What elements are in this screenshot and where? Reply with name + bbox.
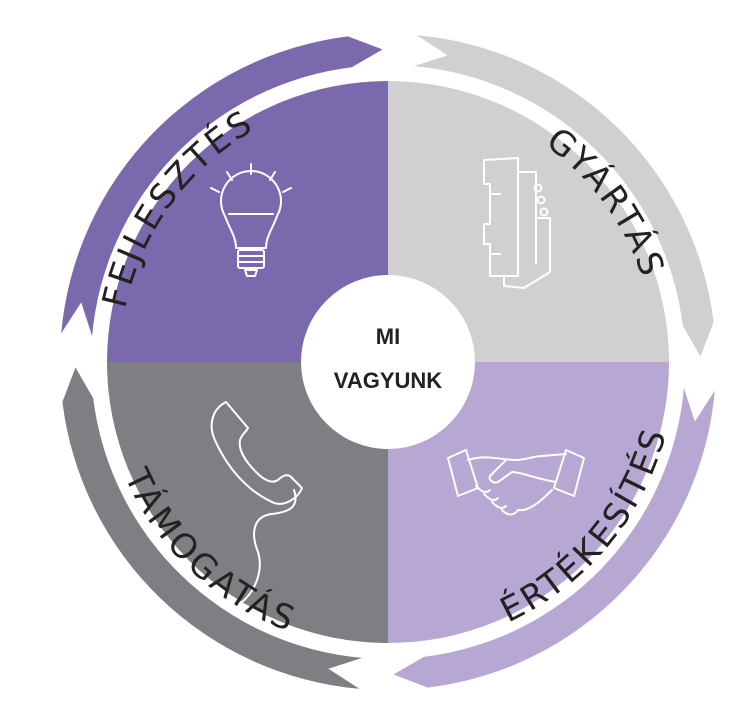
quadrant-development xyxy=(107,81,388,362)
telephone-icon xyxy=(210,401,303,603)
cycle-arrow-ring xyxy=(61,35,715,689)
handshake-icon xyxy=(447,449,585,516)
center-title-line2: VAGYUNK xyxy=(334,368,442,393)
center-circle xyxy=(301,275,475,449)
quadrant-support xyxy=(107,362,388,643)
arrow-tamogatas xyxy=(62,367,363,689)
arrow-gyartas xyxy=(413,35,714,357)
center-title-line1: MI xyxy=(376,324,400,349)
arrow-fejlesztes xyxy=(61,36,383,337)
din-rail-device-icon xyxy=(483,157,551,289)
quadrant-sales xyxy=(388,362,669,643)
quadrant-group xyxy=(105,79,671,645)
quadrant-manufacturing xyxy=(388,81,669,362)
arrow-ertekesites xyxy=(393,387,715,688)
lightbulb-icon xyxy=(210,163,292,277)
